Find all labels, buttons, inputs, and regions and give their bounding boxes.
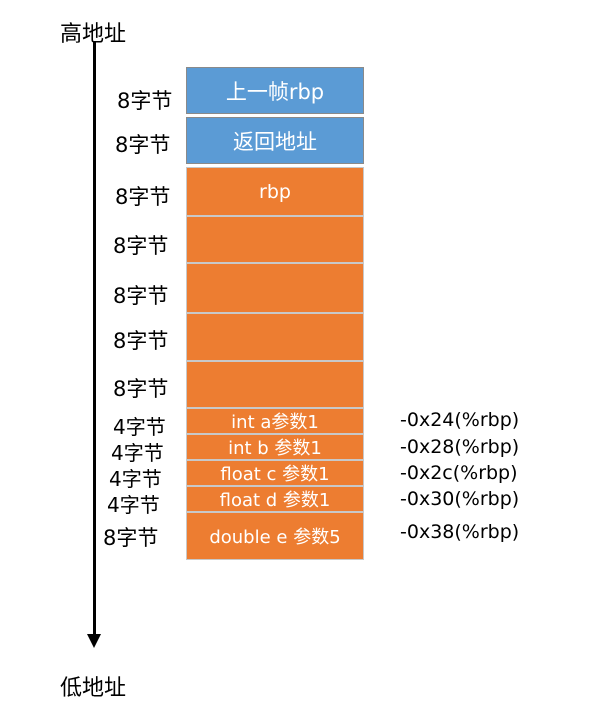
stack-block-label: rbp <box>259 180 291 203</box>
low-address-label: 低地址 <box>60 676 127 701</box>
block-size-label: 4字节 <box>113 415 166 439</box>
stack-block-float-d: float d 参数1 <box>186 486 364 512</box>
stack-block-empty <box>186 313 364 361</box>
stack-block-label: float c 参数1 <box>220 464 330 485</box>
block-size-label: 4字节 <box>109 467 162 491</box>
block-size-label: 8字节 <box>103 526 159 550</box>
stack-block-label: int b 参数1 <box>228 438 322 459</box>
offset-label: -0x24(%rbp) <box>400 409 520 431</box>
block-size-label: 8字节 <box>113 234 169 258</box>
block-size-label: 8字节 <box>115 133 171 157</box>
block-size-label: 4字节 <box>111 441 164 465</box>
block-size-label: 4字节 <box>107 493 160 517</box>
stack-block-label: 返回地址 <box>233 129 317 154</box>
offset-label: -0x30(%rbp) <box>400 488 520 510</box>
stack-block-label: float d 参数1 <box>219 490 331 511</box>
stack-block-label: 上一帧rbp <box>225 79 325 104</box>
block-size-label: 8字节 <box>115 185 171 209</box>
block-size-label: 8字节 <box>113 284 169 308</box>
stack-block-label: int a参数1 <box>231 412 319 433</box>
arrow-down-icon <box>87 634 101 648</box>
stack-block-empty <box>186 263 364 313</box>
offset-label: -0x38(%rbp) <box>400 521 520 543</box>
block-size-label: 8字节 <box>113 377 169 401</box>
block-size-label: 8字节 <box>113 329 169 353</box>
stack-block-return-address: 返回地址 <box>186 117 364 164</box>
address-axis-line <box>93 42 96 636</box>
stack-block-label: double e 参数5 <box>209 527 341 548</box>
stack-block-empty <box>186 216 364 263</box>
offset-label: -0x28(%rbp) <box>400 436 520 458</box>
stack-block-rbp: rbp <box>186 167 364 216</box>
stack-block-prev-rbp: 上一帧rbp <box>186 67 364 114</box>
stack-block-int-b: int b 参数1 <box>186 434 364 460</box>
stack-block-empty <box>186 361 364 408</box>
block-size-label: 8字节 <box>117 89 173 113</box>
stack-block-float-c: float c 参数1 <box>186 460 364 486</box>
stack-block-double-e: double e 参数5 <box>186 512 364 560</box>
offset-label: -0x2c(%rbp) <box>400 462 518 484</box>
stack-block-int-a: int a参数1 <box>186 408 364 434</box>
